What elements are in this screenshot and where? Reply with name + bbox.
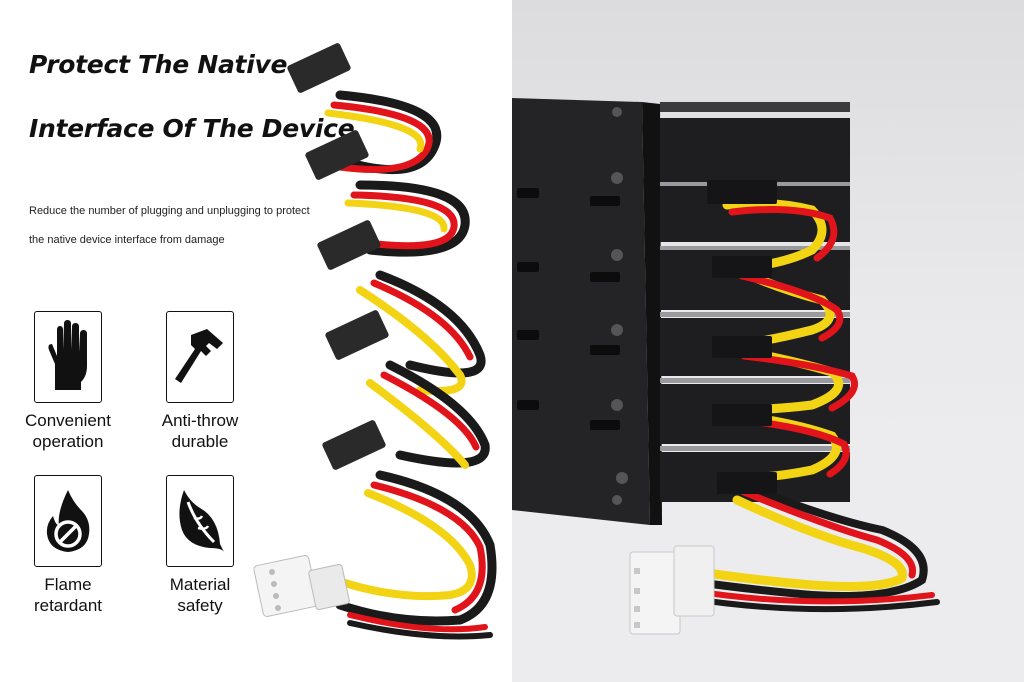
flame-retardant-icon xyxy=(34,475,102,567)
headline-line-2: Interface Of The Device xyxy=(29,114,355,143)
sata-connector xyxy=(287,43,351,93)
subtext-line-1: Reduce the number of plugging and unplug… xyxy=(29,205,310,217)
hammer-icon xyxy=(166,311,234,403)
headline-line-1: Protect The Native xyxy=(29,50,288,79)
sata-cable-illustration xyxy=(253,43,497,640)
product-photo-panel xyxy=(512,0,1024,682)
subtext-line-2: the native device interface from damage xyxy=(29,234,225,246)
leaf-icon xyxy=(166,475,234,567)
left-panel: Protect The Native Interface Of The Devi… xyxy=(3,43,497,640)
hard-drive-cage-photo xyxy=(512,98,1024,682)
hand-icon xyxy=(34,311,102,403)
